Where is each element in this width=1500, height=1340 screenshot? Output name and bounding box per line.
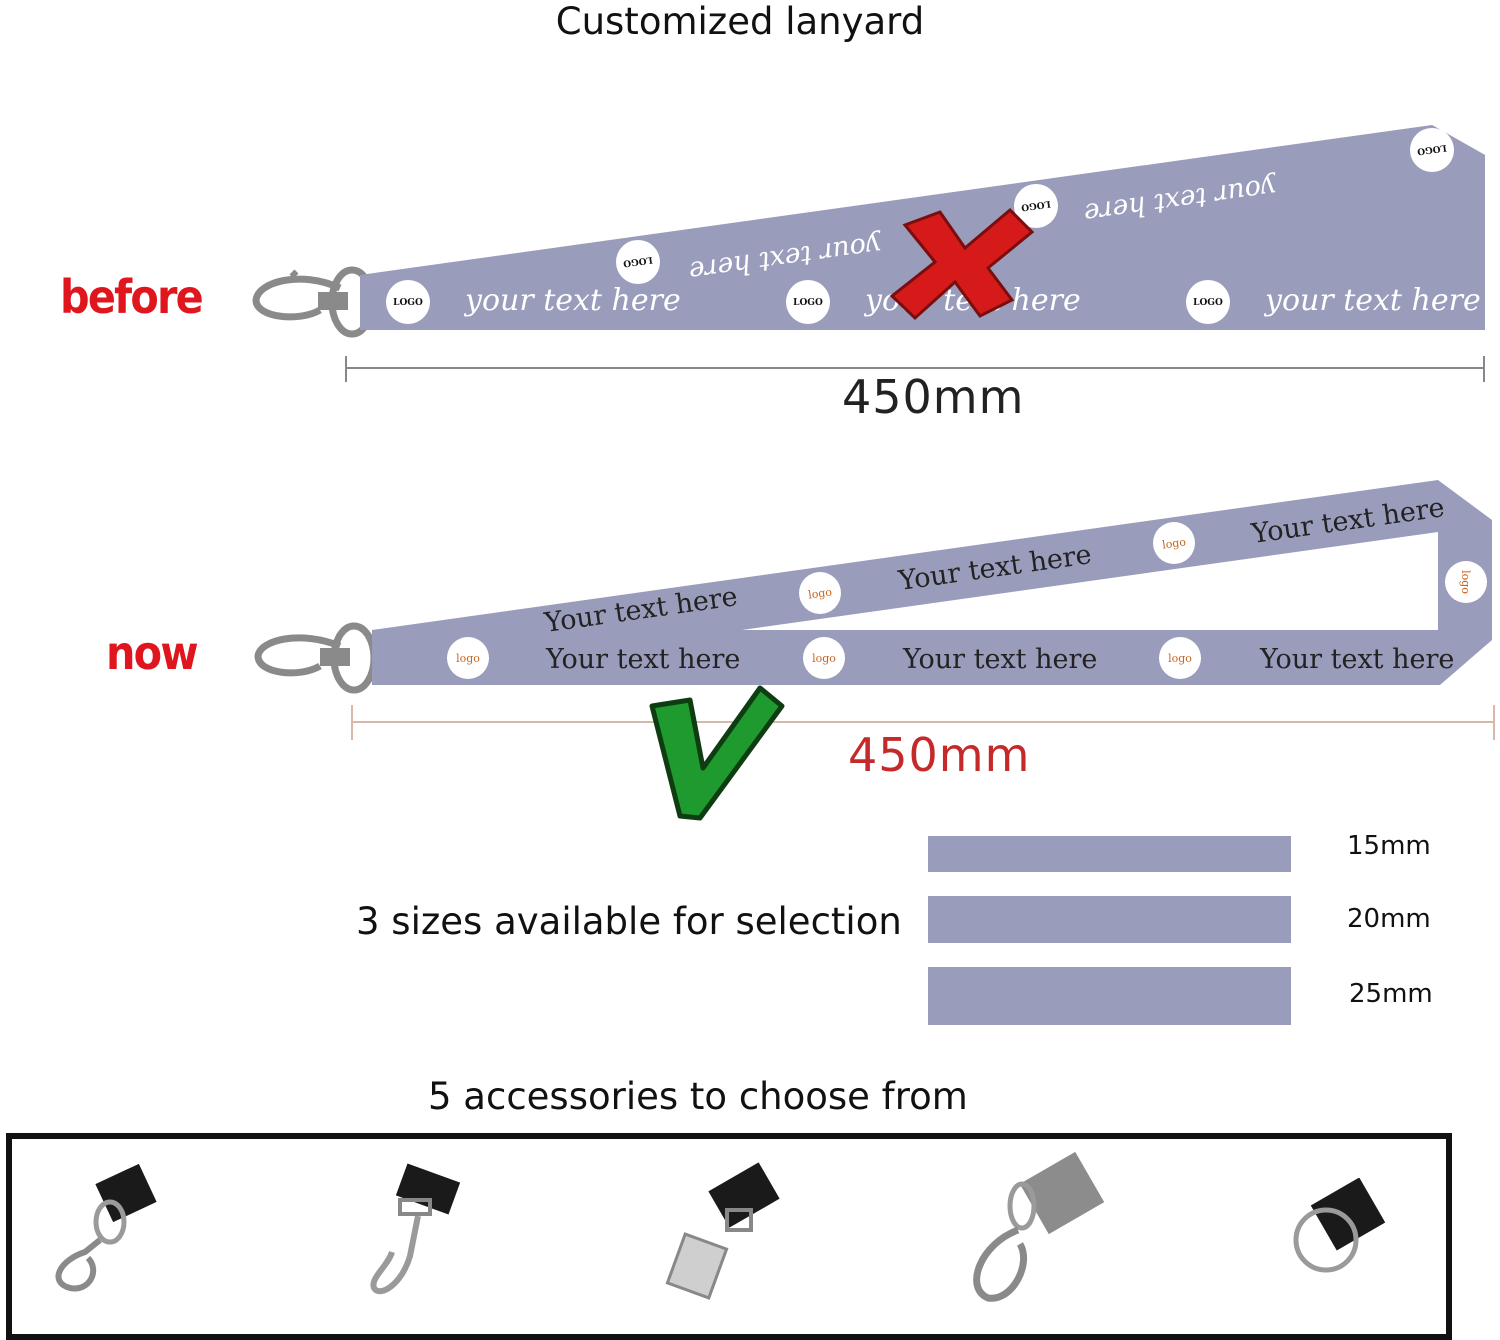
svg-text:logo: logo xyxy=(456,652,480,665)
svg-text:LOGO: LOGO xyxy=(393,298,423,308)
svg-text:LOGO: LOGO xyxy=(1020,198,1051,212)
sizes-caption: 3 sizes available for selection xyxy=(356,900,902,943)
check-icon xyxy=(649,685,785,821)
now-label: now xyxy=(106,626,199,680)
svg-text:logo: logo xyxy=(807,585,833,601)
strap-text-lower: Your text here xyxy=(545,644,740,675)
svg-text:logo: logo xyxy=(1459,570,1472,594)
now-dimension: 450mm xyxy=(848,728,1031,782)
svg-text:logo: logo xyxy=(1168,652,1192,665)
svg-text:logo: logo xyxy=(1161,535,1187,551)
svg-text:LOGO: LOGO xyxy=(1193,298,1223,308)
logo-badges: LOGO LOGO LOGO LOGO LOGO LOGO xyxy=(386,128,1454,324)
size-label: 20mm xyxy=(1347,904,1431,934)
swivel-snap-hook-icon xyxy=(973,1152,1105,1302)
split-ring-icon xyxy=(1293,1178,1386,1273)
accessories-caption: 5 accessories to choose from xyxy=(428,1075,968,1118)
strap-text-lower: your text here xyxy=(1263,283,1481,318)
dimension-line xyxy=(351,705,1495,740)
svg-text:logo: logo xyxy=(812,652,836,665)
before-lanyard: your text here your text here LOGO LOGO … xyxy=(252,125,1485,382)
size-bar-20mm xyxy=(928,896,1291,943)
logo-badges: logo logo logo logo logo logo xyxy=(447,522,1487,679)
size-label: 25mm xyxy=(1349,979,1433,1009)
badge-clip-icon xyxy=(665,1162,780,1300)
before-dimension: 450mm xyxy=(842,370,1025,424)
size-bar-25mm xyxy=(928,967,1291,1025)
page-title: Customized lanyard xyxy=(555,0,925,43)
lobster-claw-clip-icon xyxy=(55,1163,157,1292)
size-label: 15mm xyxy=(1347,831,1431,861)
now-lanyard: logo logo logo logo logo logo Your text … xyxy=(254,480,1495,821)
size-bar-15mm xyxy=(928,836,1291,872)
strap-text-lower: Your text here xyxy=(1259,644,1454,675)
clip-icon xyxy=(254,622,378,694)
j-hook-icon xyxy=(370,1163,461,1295)
accessories-panel xyxy=(6,1133,1452,1340)
svg-text:LOGO: LOGO xyxy=(622,254,653,268)
svg-text:LOGO: LOGO xyxy=(793,298,823,308)
dimension-line xyxy=(345,356,1485,382)
svg-text:LOGO: LOGO xyxy=(1416,142,1447,156)
clip-icon xyxy=(252,266,376,338)
strap-text-lower: your text here xyxy=(463,283,681,318)
strap-text-lower: Your text here xyxy=(902,644,1097,675)
before-label: before xyxy=(60,270,204,324)
cross-icon xyxy=(889,207,1035,321)
